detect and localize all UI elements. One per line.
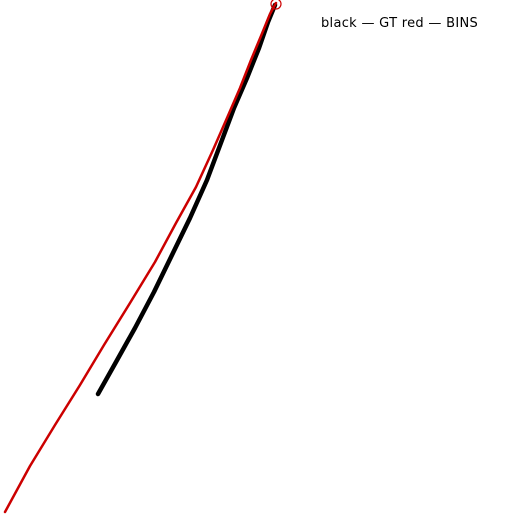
gt-trajectory-line bbox=[95, 2, 278, 397]
start-marker bbox=[270, 0, 282, 10]
bins-trajectory-line bbox=[3, 1, 278, 514]
legend-label: black — GT red — BINS bbox=[321, 16, 479, 31]
